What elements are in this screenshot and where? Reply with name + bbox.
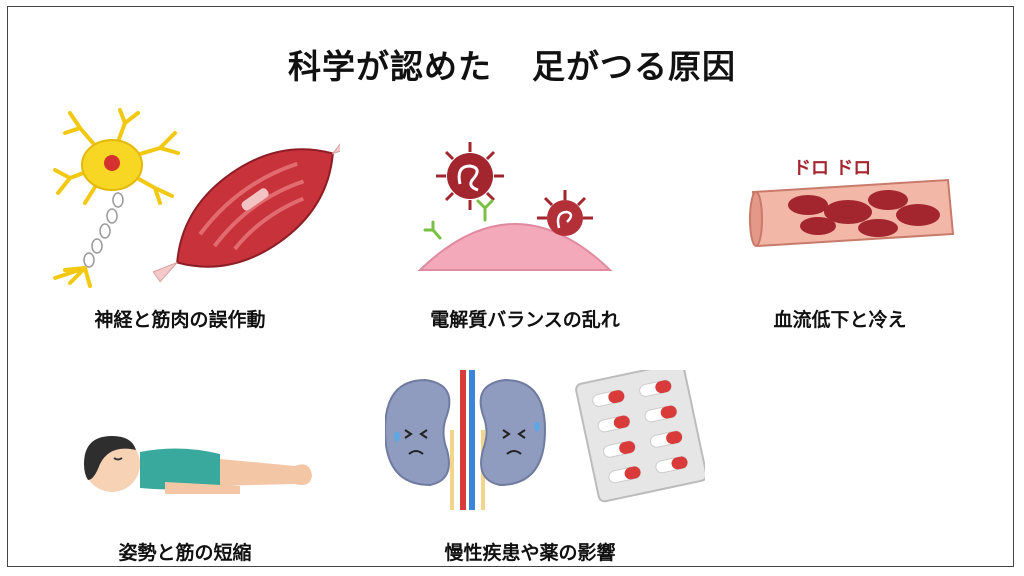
nerve-and-muscle-illustration [50, 108, 340, 288]
title-part-2: 足がつる原因 [532, 47, 736, 86]
cause-label-nerve-muscle: 神経と筋肉の誤作動 [94, 309, 266, 331]
electrolyte-imbalance-illustration [415, 138, 615, 273]
title-part-1: 科学が認めた [288, 47, 492, 86]
blood-vessel-caption: ドロ ドロ [793, 158, 871, 179]
cause-label-electrolyte: 電解質バランスの乱れ [430, 309, 620, 331]
cause-label-disease-medication: 慢性疾患や薬の影響 [444, 542, 616, 564]
cause-label-posture: 姿勢と筋の短縮 [118, 542, 252, 564]
kidneys-and-pills-illustration [385, 370, 705, 510]
cause-label-bloodflow: 血流低下と冷え [773, 309, 907, 331]
blood-vessel-illustration: ドロ ドロ [748, 150, 958, 250]
slide-title: 科学が認めた 足がつる原因 [0, 40, 1024, 88]
lying-person-illustration [70, 430, 320, 500]
